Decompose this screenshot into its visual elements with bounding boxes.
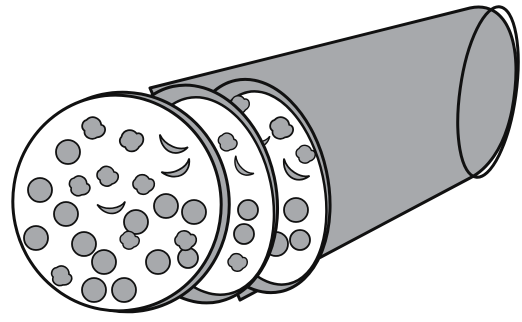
particle-circle (56, 140, 80, 164)
particle-circle (28, 178, 52, 202)
particle-circle (92, 250, 116, 274)
particle-circle (24, 226, 48, 250)
particle-circle (238, 200, 258, 220)
particle-circle (72, 232, 96, 256)
particle-circle (82, 278, 106, 302)
particle-circle (182, 200, 206, 224)
particle-circle (234, 224, 254, 244)
particle-circle (154, 194, 178, 218)
particle-circle (112, 278, 136, 302)
particle-circle (284, 198, 308, 222)
particle-circle (124, 210, 148, 234)
particle-circle (146, 250, 170, 274)
particle-circle (54, 202, 78, 226)
particle-circle (290, 230, 310, 250)
particle-circle (178, 248, 198, 268)
